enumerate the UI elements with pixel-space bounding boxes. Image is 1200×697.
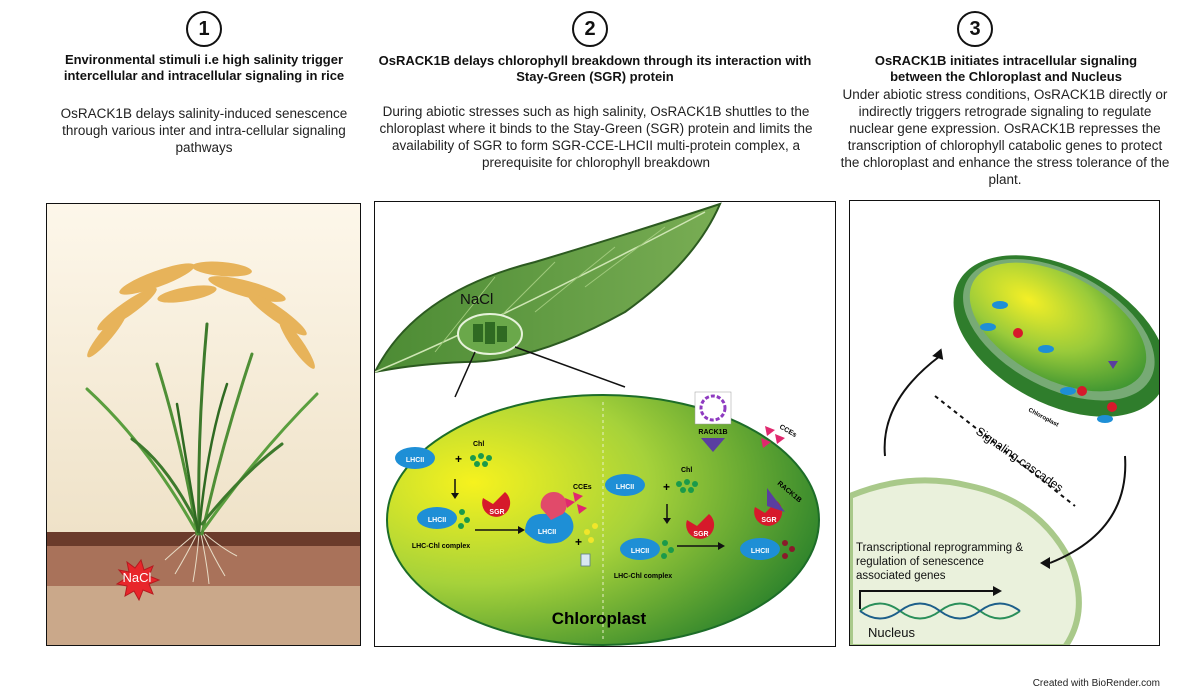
sgr-icon [482,492,511,517]
panel-chloroplast-mechanism: NaCl LHCII + Chl LHCII LHC-Chl complex S… [374,201,836,647]
svg-text:SGR: SGR [693,531,708,538]
svg-text:Chl: Chl [473,441,484,448]
signaling-cascades-label: Signaling cascades [973,424,1066,495]
chloroplast-zoomed [386,394,820,646]
nucleus-label: Nucleus [868,625,915,640]
panel-rice-plant: NaCl [46,203,361,646]
svg-text:LHCII: LHCII [751,548,769,555]
rice-plant-illustration: NaCl [47,204,360,645]
step-3-body: Under abiotic stress conditions, OsRACK1… [840,87,1170,187]
leaf-nacl-label: NaCl [460,291,493,308]
step-1-title: Environmental stimuli i.e high salinity … [63,52,345,83]
svg-text:LHC-Chl complex: LHC-Chl complex [412,543,470,550]
soil-top-layer [47,532,360,546]
sgr-cce-lhcii-complex [525,509,574,544]
step-1-number: 1 [186,11,222,47]
chloroplast-3d-icon [953,255,1159,417]
svg-text:SGR: SGR [489,509,504,516]
step-2-number: 2 [572,11,608,47]
lhcii-icon [395,447,435,469]
rice-leaves [85,322,319,536]
retrograde-signaling-illustration: Chloroplast Signaling cascades [850,255,1159,645]
step-3-title: OsRACK1B initiates intracellular signali… [874,53,1138,84]
svg-text:LHCII: LHCII [538,529,556,536]
chloroplast-label: Chloroplast [552,609,647,628]
panel-retrograde-signaling: Chloroplast Signaling cascades Transcrip… [849,200,1160,646]
svg-text:LHC-Chl complex: LHC-Chl complex [614,573,672,580]
svg-text:SGR: SGR [761,517,776,524]
step-2-title: OsRACK1B delays chlorophyll breakdown th… [378,53,812,84]
chloroplast-label-3: Chloroplast [1027,407,1059,428]
transcription-label: Transcriptional reprogramming & regulati… [856,542,1024,582]
nucleus-membrane [850,477,1082,645]
step-3-number: 3 [957,11,993,47]
svg-text:+: + [663,480,670,494]
soil-bottom-layer [47,586,360,645]
roots [164,533,238,585]
svg-text:RACK1B: RACK1B [698,429,727,436]
soil-middle-layer [47,546,360,586]
svg-text:Chl: Chl [681,467,692,474]
dna-helix-icon [859,602,1021,620]
svg-text:+: + [455,452,462,466]
recycle-bin-icon [580,553,591,567]
chlorophyll-dots [470,453,492,467]
chloroplast-mechanism-illustration: NaCl LHCII + Chl LHCII LHC-Chl complex S… [375,202,820,646]
nacl-burst-icon [115,558,161,602]
rice-panicles [87,261,315,369]
svg-text:+: + [575,535,582,549]
biorender-credit: Created with BioRender.com [1032,678,1160,689]
nacl-label: NaCl [123,570,152,585]
rack1b-icon [701,438,725,452]
svg-text:LHCII: LHCII [616,484,634,491]
step-2-body: During abiotic stresses such as high sal… [379,104,813,170]
svg-text:LHCII: LHCII [428,517,446,524]
svg-text:LHCII: LHCII [631,548,649,555]
leaf-shape [375,202,722,374]
svg-text:LHCII: LHCII [406,457,424,464]
step-1-body: OsRACK1B delays salinity-induced senesce… [60,106,348,155]
svg-text:CCEs: CCEs [573,484,592,491]
